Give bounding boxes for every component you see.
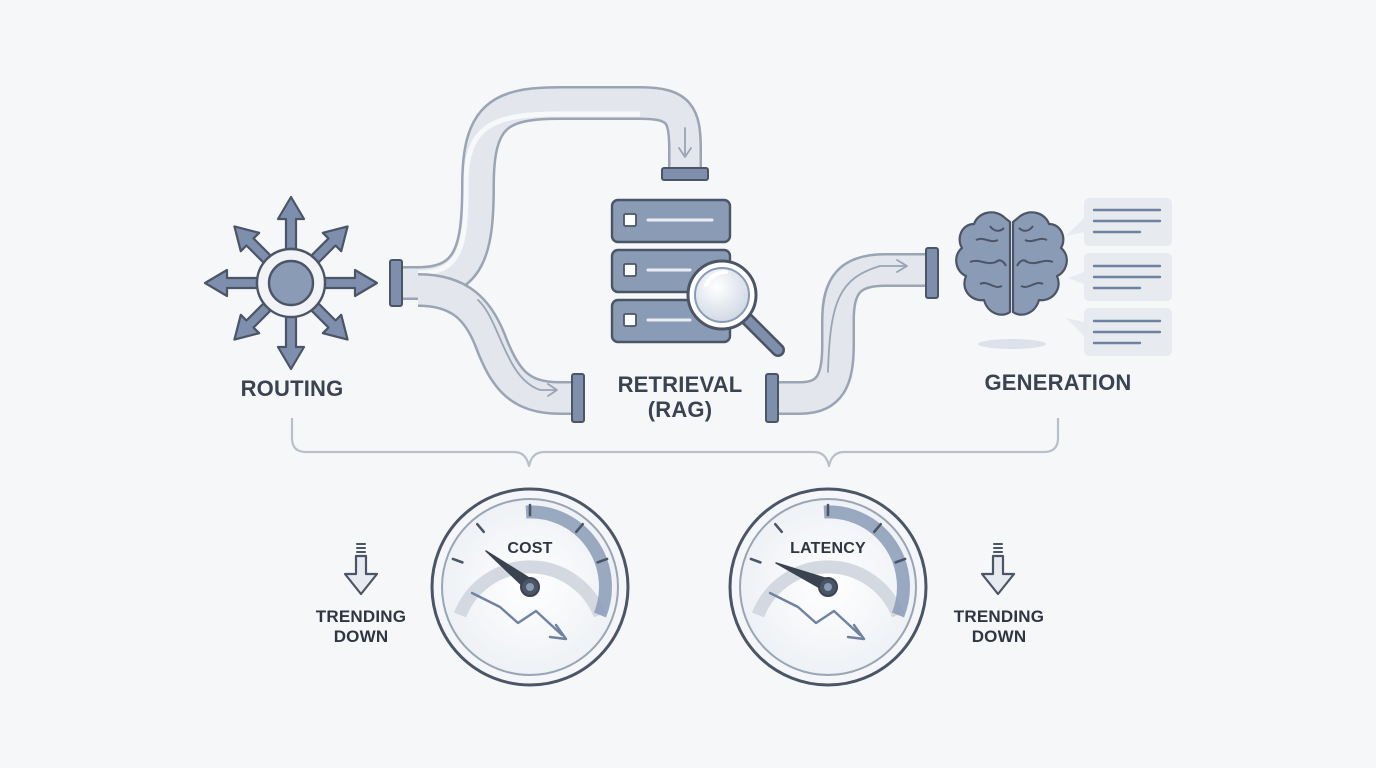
trend-label-right: TRENDING DOWN [944,607,1054,646]
pipe-flange [571,373,585,423]
arrow-up-right [310,225,349,264]
retrieval-label-line2: (RAG) [647,397,713,423]
arrow-left [203,268,259,298]
pipe-flange [925,247,939,299]
group-bracket [290,418,1060,468]
cost-gauge [430,487,630,687]
pipe-flange [389,259,403,307]
brain-icon [955,211,1068,349]
arrow-right [323,268,379,298]
latency-gauge [728,487,928,687]
magnifier-icon [686,259,785,357]
trend-label-left: TRENDING DOWN [306,607,416,646]
down-arrow-icon [980,543,1016,596]
arrow-down-left [233,302,272,341]
trend-label-left-line1: TRENDING [315,607,407,626]
arrow-up [276,195,306,251]
trend-label-right-line2: DOWN [971,626,1027,646]
generation-label: GENERATION [984,370,1132,395]
trend-label-left-line2: DOWN [333,626,389,646]
arrow-down-right [310,302,349,341]
arrow-down [276,315,306,371]
arrow-up-left [233,225,272,264]
trend-label-right-line1: TRENDING [953,607,1045,626]
pipe-flange [765,373,779,423]
pipe-network [389,86,939,423]
down-arrow-icon [343,543,379,596]
cost-gauge-label: COST [507,540,553,557]
retrieval-label: RETRIEVAL (RAG) [600,372,760,423]
database-search-icon [610,198,785,357]
routing-arrows-icon [203,195,379,371]
latency-gauge-label: LATENCY [790,540,866,557]
routing-label: ROUTING [240,376,344,401]
retrieval-label-line1: RETRIEVAL [617,372,743,397]
pipe-flange [661,167,709,181]
output-bubbles [1066,198,1172,356]
